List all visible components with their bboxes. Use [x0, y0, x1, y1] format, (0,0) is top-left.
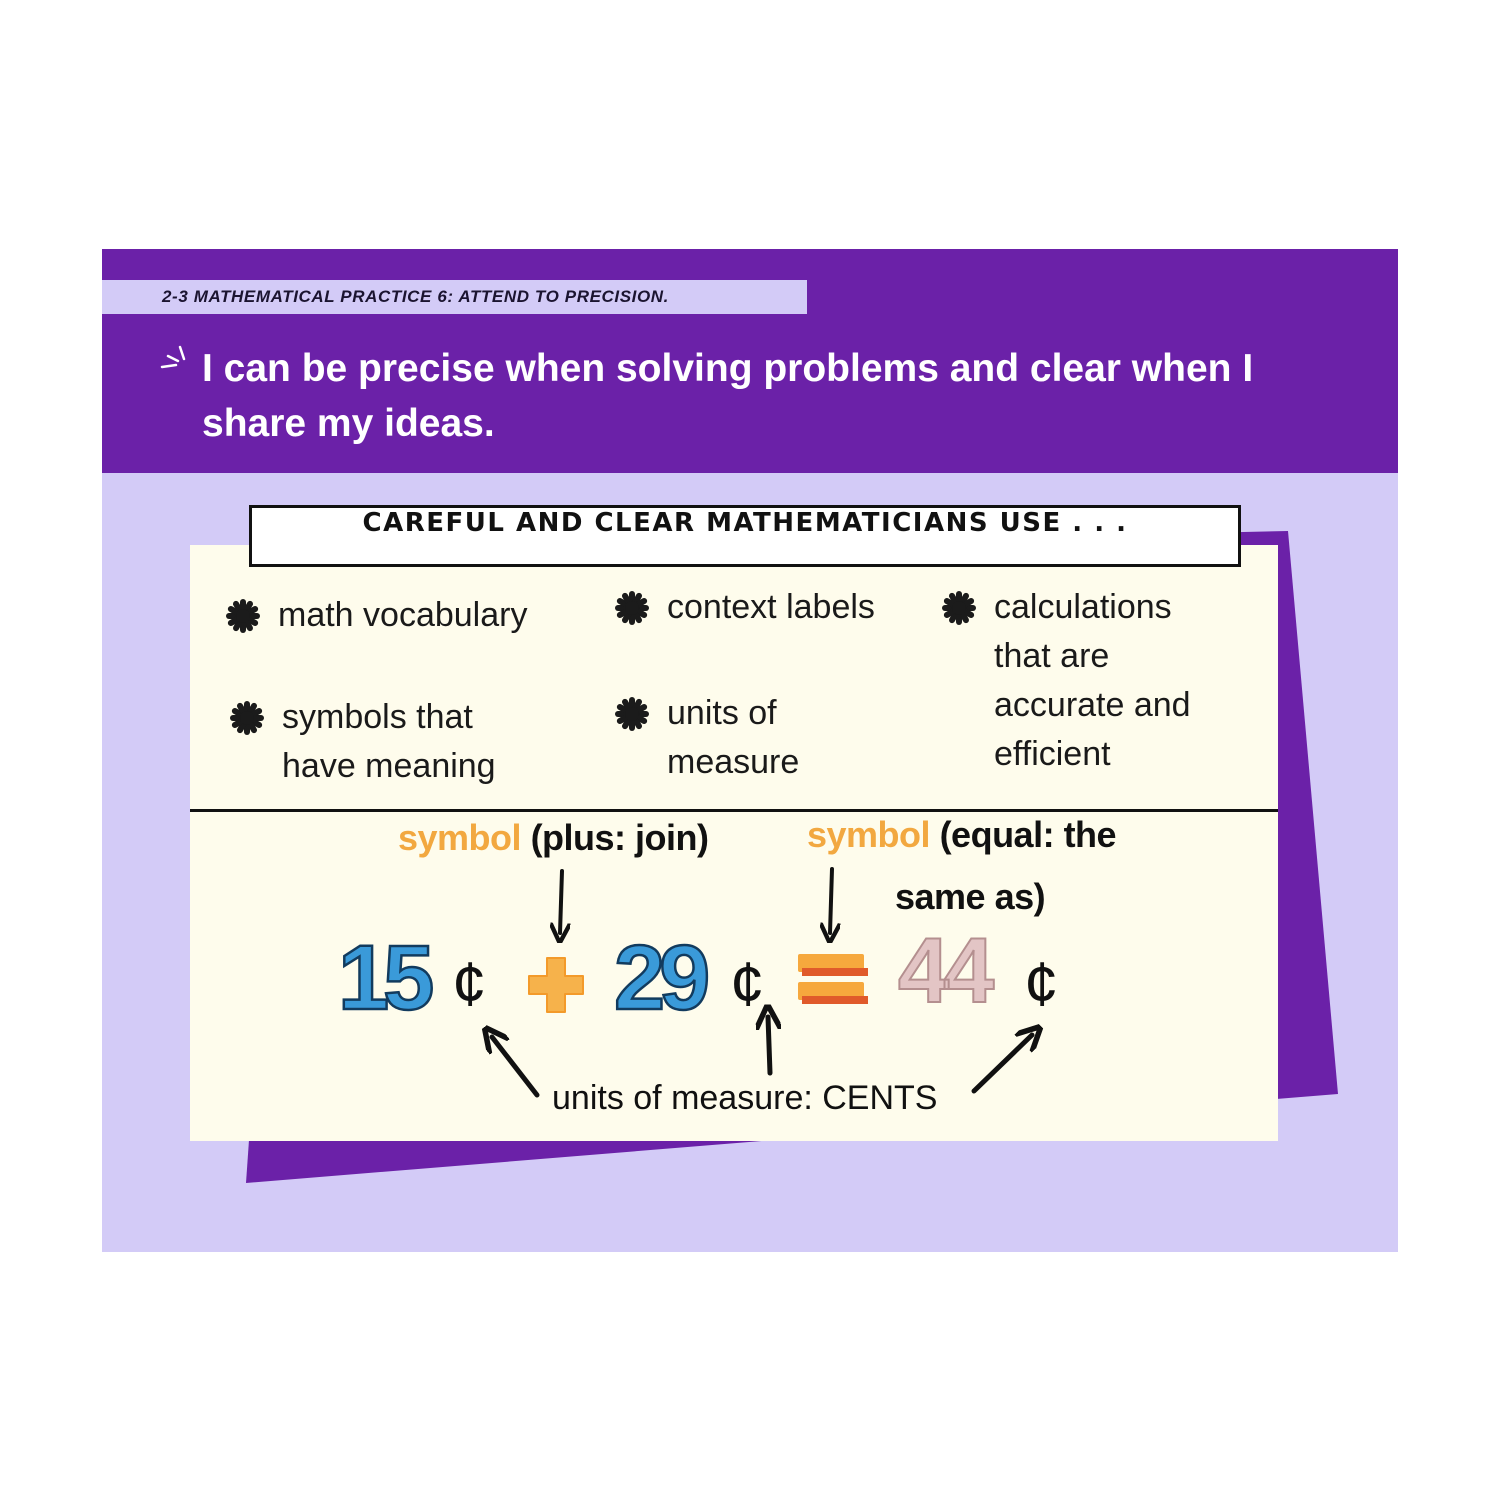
item-symbols: symbols that have meaning: [230, 693, 496, 791]
plus-icon: [528, 957, 584, 1013]
annotation-plus: symbol (plus: join): [398, 817, 709, 859]
item-line: that are: [994, 637, 1110, 675]
item-context-labels: context labels: [615, 583, 875, 632]
arrows-layer: [102, 867, 1398, 1098]
annotation-equal: symbol (equal: the: [807, 814, 1117, 856]
annotation-text: (plus: join): [530, 817, 709, 858]
number-15: 15: [337, 926, 436, 1031]
item-line: measure: [667, 743, 800, 781]
asterisk-star-icon: [226, 599, 260, 633]
item-line: math vocabulary: [278, 596, 528, 634]
card-divider: [190, 809, 1278, 812]
item-line: accurate and: [994, 686, 1191, 724]
item-units: units of measure: [615, 689, 800, 787]
practice-tag: 2-3 MATHEMATICAL PRACTICE 6: ATTEND TO P…: [102, 280, 807, 314]
asterisk-star-icon: [615, 697, 649, 731]
item-line: calculations: [994, 588, 1172, 626]
goal-line-2: share my ideas.: [202, 402, 495, 445]
item-math-vocabulary: math vocabulary: [226, 591, 528, 640]
arrow-down-plus: [560, 869, 562, 933]
item-line: efficient: [994, 735, 1111, 773]
annotation-keyword: symbol: [398, 817, 522, 858]
asterisk-star-icon: [942, 591, 976, 625]
number-44: 44: [897, 919, 995, 1023]
asterisk-star-icon: [230, 701, 264, 735]
sparkle-icon: [160, 345, 186, 369]
annotation-equal-line2: same as): [895, 876, 1046, 917]
content-card: [190, 545, 1278, 1141]
goal-line-1: I can be precise when solving problems a…: [202, 347, 1254, 390]
item-line: units of: [667, 694, 777, 732]
banner-title: CAREFUL AND CLEAR MATHEMATICIANS USE . .…: [249, 505, 1241, 567]
arrow-down-equal: [830, 867, 832, 933]
asterisk-star-icon: [615, 591, 649, 625]
item-calculations: calculations that are accurate and effic…: [942, 583, 1191, 779]
annotation-text: (equal: the: [939, 814, 1117, 855]
annotation-keyword: symbol: [807, 814, 931, 855]
arrow-up-44: [971, 1035, 1032, 1094]
arrow-up-15: [492, 1037, 540, 1098]
equals-icon: [798, 954, 868, 1004]
item-line: context labels: [667, 588, 875, 626]
units-label: units of measure: CENTS: [552, 1079, 938, 1117]
slide: 2-3 MATHEMATICAL PRACTICE 6: ATTEND TO P…: [102, 249, 1398, 1252]
cent-symbol: ¢: [452, 950, 487, 1019]
learning-goal: I can be precise when solving problems a…: [202, 341, 1342, 451]
number-29: 29: [613, 926, 712, 1031]
cent-symbol: ¢: [1024, 950, 1059, 1019]
arrow-up-29: [768, 1017, 770, 1076]
item-line: have meaning: [282, 747, 496, 785]
header: 2-3 MATHEMATICAL PRACTICE 6: ATTEND TO P…: [102, 249, 1398, 473]
item-line: symbols that: [282, 698, 473, 736]
